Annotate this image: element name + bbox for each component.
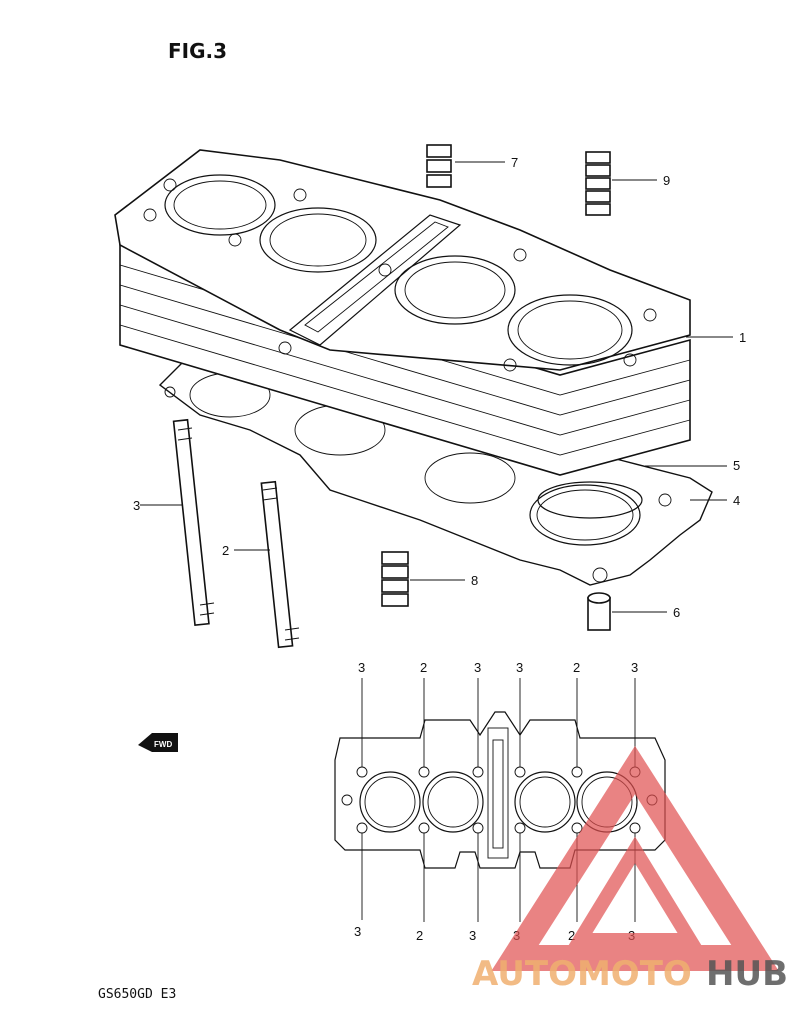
stud-short <box>260 480 300 649</box>
callout-3: 3 <box>133 498 140 513</box>
stud-long <box>172 418 215 627</box>
watermark-triangle-icon <box>491 745 779 971</box>
plan-bottom-label: 3 <box>354 924 361 939</box>
model-code: GS650GD E3 <box>98 987 176 1002</box>
plan-top-label: 3 <box>358 660 365 675</box>
damper-medium <box>381 551 409 607</box>
leader-lines <box>140 161 733 613</box>
callout-2: 2 <box>222 543 229 558</box>
cylinder-block <box>114 149 691 476</box>
damper-small <box>426 144 452 188</box>
damper-tall <box>585 151 611 216</box>
plan-top-label: 2 <box>573 660 580 675</box>
callout-8: 8 <box>471 573 478 588</box>
plan-bottom-label: 2 <box>416 928 423 943</box>
callout-4: 4 <box>733 493 740 508</box>
callout-7: 7 <box>511 155 518 170</box>
plan-bottom-label: 3 <box>469 928 476 943</box>
watermark-text-part1: AUTOMOTO <box>472 954 692 994</box>
automotohub-watermark <box>491 745 779 971</box>
watermark-text-part2: HUB <box>706 954 788 994</box>
dowel-pin <box>587 592 611 631</box>
o-ring <box>537 481 643 519</box>
figure-title: FIG.3 <box>168 39 227 63</box>
plan-bottom-label: 2 <box>568 928 575 943</box>
plan-top-label: 3 <box>631 660 638 675</box>
callout-9: 9 <box>663 173 670 188</box>
forward-arrow-icon: FWD <box>138 733 178 752</box>
plan-top-label: 2 <box>420 660 427 675</box>
callout-1: 1 <box>739 330 746 345</box>
callout-6: 6 <box>673 605 680 620</box>
fwd-text: FWD <box>154 740 172 749</box>
plan-top-label: 3 <box>474 660 481 675</box>
plan-top-label: 3 <box>516 660 523 675</box>
callout-5: 5 <box>733 458 740 473</box>
